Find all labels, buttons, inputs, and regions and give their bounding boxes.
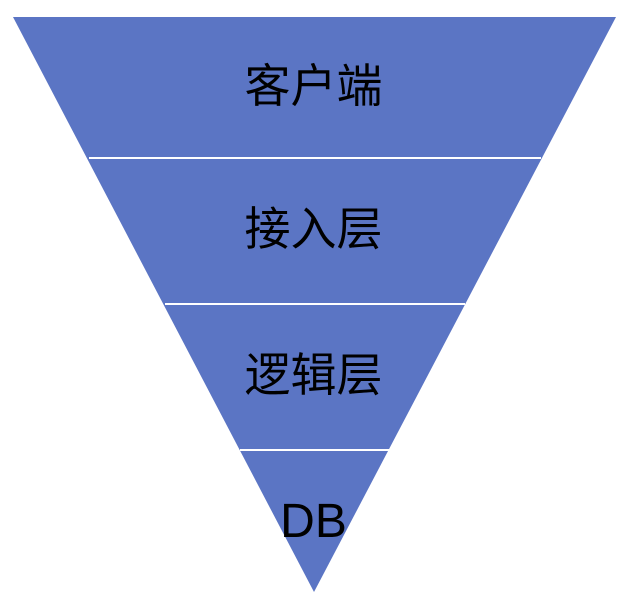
funnel-graphic	[13, 17, 616, 592]
funnel-diagram: 客户端 接入层 逻辑层 DB	[13, 17, 616, 592]
